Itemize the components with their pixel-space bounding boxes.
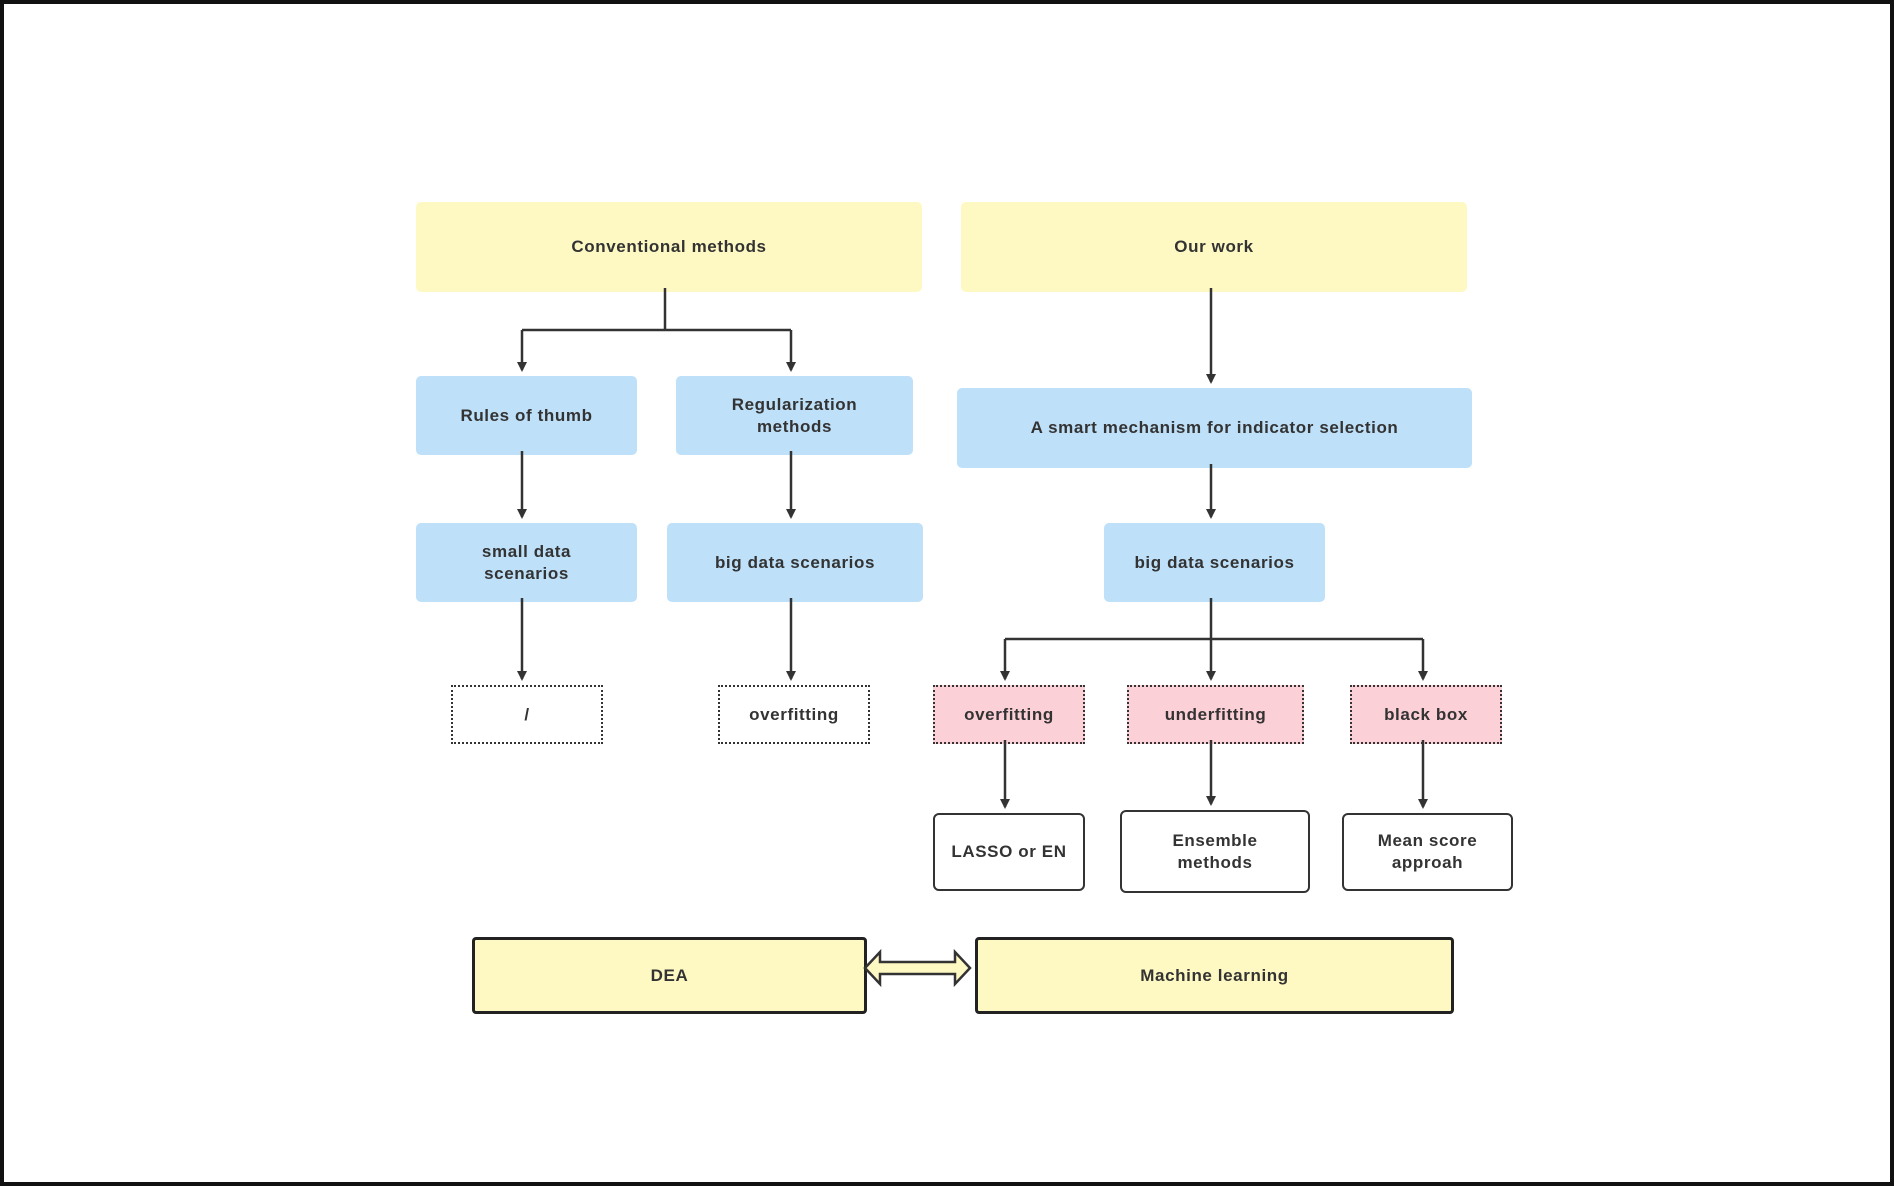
slash-box: / <box>451 685 603 744</box>
dea-box: DEA <box>472 937 867 1014</box>
overfitting-right-box: overfitting <box>933 685 1085 744</box>
black-box-box: black box <box>1350 685 1502 744</box>
big-data-scenarios-left-box: big data scenarios <box>667 523 923 602</box>
regularization-methods-box: Regularization methods <box>676 376 913 455</box>
machine-learning-box: Machine learning <box>975 937 1454 1014</box>
ensemble-methods-box: Ensemble methods <box>1120 810 1310 893</box>
conventional-methods-box: Conventional methods <box>416 202 922 292</box>
mean-score-approach-box: Mean score approah <box>1342 813 1513 891</box>
lasso-or-en-box: LASSO or EN <box>933 813 1085 891</box>
big-data-scenarios-right-box: big data scenarios <box>1104 523 1325 602</box>
smart-mechanism-box: A smart mechanism for indicator selectio… <box>957 388 1472 468</box>
our-work-box: Our work <box>961 202 1467 292</box>
overfitting-left-box: overfitting <box>718 685 870 744</box>
small-data-scenarios-box: small data scenarios <box>416 523 637 602</box>
underfitting-box: underfitting <box>1127 685 1304 744</box>
rules-of-thumb-box: Rules of thumb <box>416 376 637 455</box>
